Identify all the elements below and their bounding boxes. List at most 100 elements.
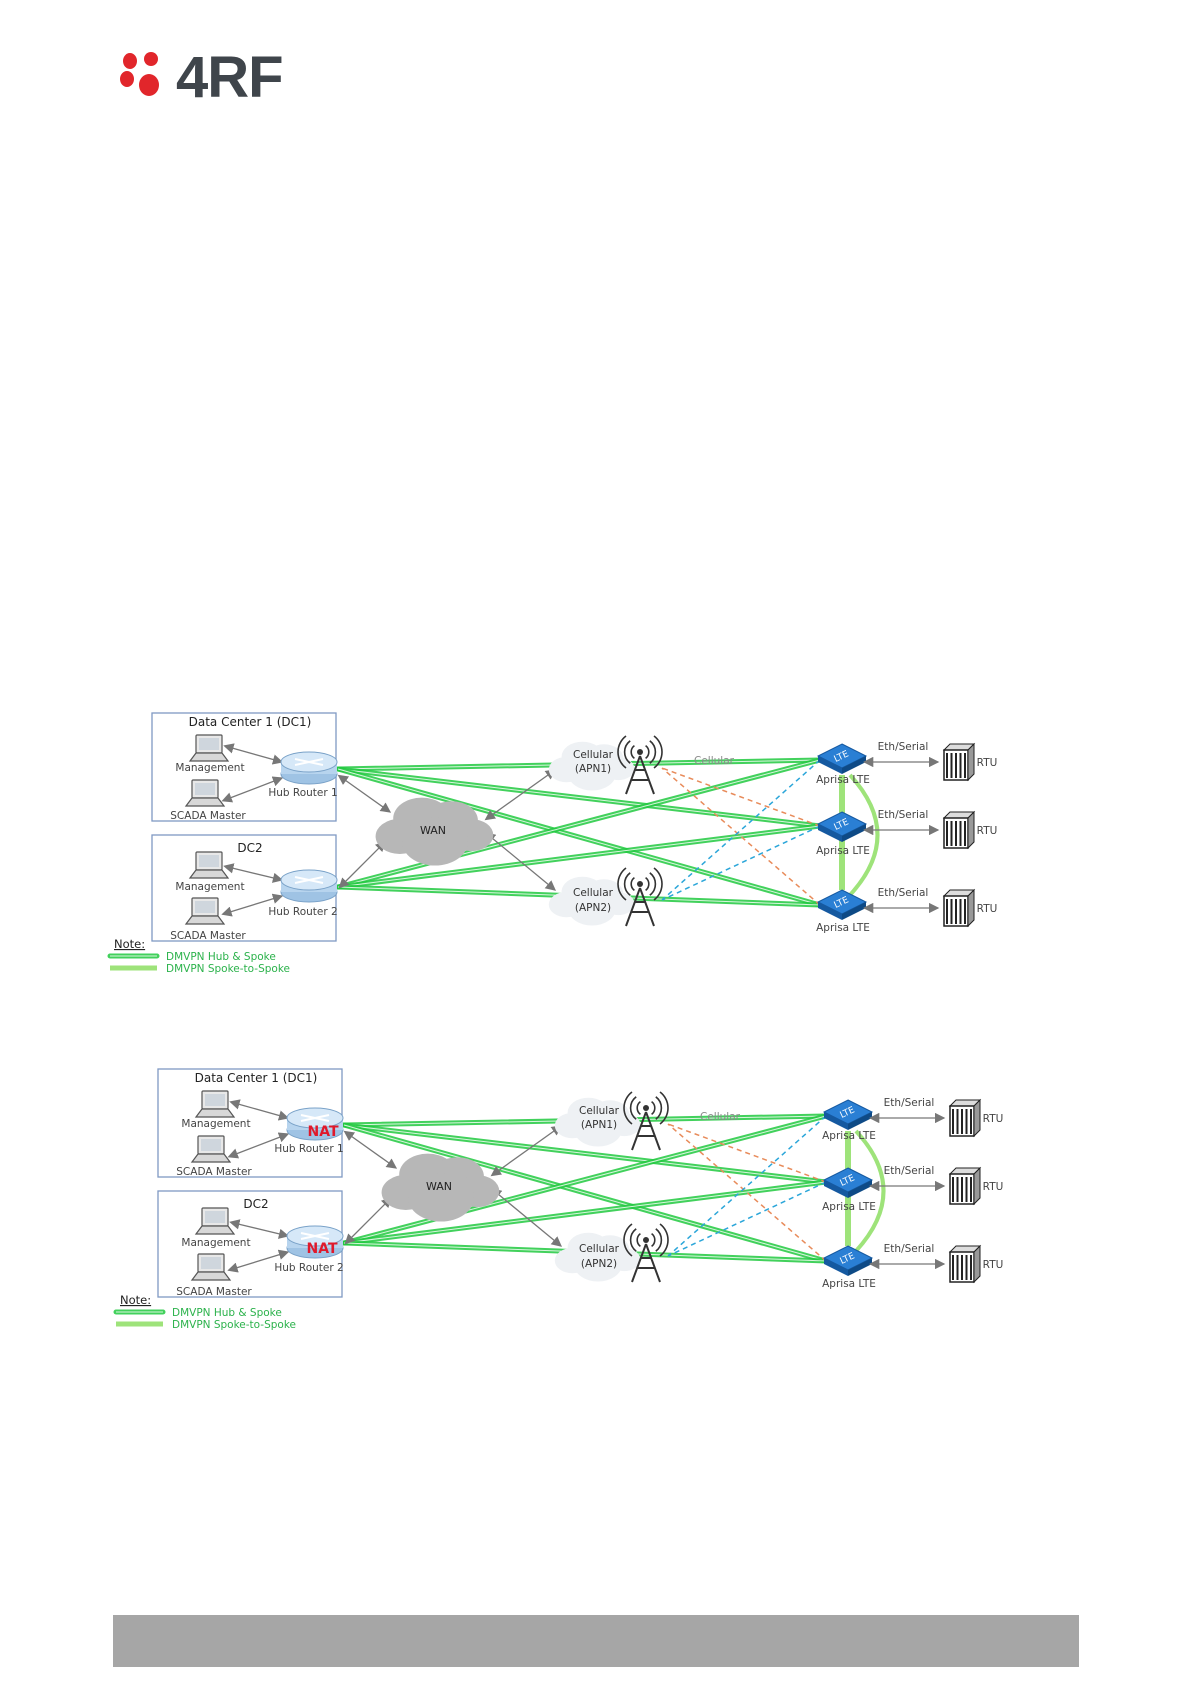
rtu-label: RTU — [977, 757, 998, 769]
hub-router-1-icon — [280, 751, 338, 785]
tower-antenna — [643, 1237, 649, 1243]
legend-note-title: Note: — [114, 937, 145, 951]
cellular-apn1-sublabel: (APN1) — [575, 763, 611, 775]
rtu-icon — [948, 1166, 982, 1206]
laptop-base — [190, 1153, 232, 1163]
radio-wave — [630, 876, 635, 892]
tower-antenna — [637, 881, 643, 887]
rtu-side — [973, 1166, 981, 1206]
lan-link-arrow — [221, 893, 284, 917]
logo-dot — [139, 74, 159, 96]
nat-label: NAT — [306, 1241, 337, 1257]
lan-link-arrow — [223, 743, 284, 765]
radio-wave — [636, 1232, 641, 1248]
lte-side — [818, 824, 842, 842]
hub-router-1-icon — [286, 1107, 344, 1141]
radio-wave — [629, 1228, 637, 1252]
rtu-label: RTU — [983, 1113, 1004, 1125]
management-laptop — [194, 1207, 236, 1235]
management-label: Management — [181, 1118, 250, 1130]
cellular-apn2-cloud — [554, 1232, 641, 1282]
hub-router-1-label: Hub Router 1 — [268, 787, 337, 799]
tower-frame — [625, 755, 655, 795]
radio-wave — [629, 1096, 637, 1120]
cellular-apn2-sublabel: (APN2) — [581, 1258, 617, 1270]
lan-link-arrow — [221, 776, 284, 803]
cloud-puff — [574, 1247, 622, 1282]
radio-wave — [651, 1100, 656, 1116]
cell-tower-apn1-icon — [623, 1091, 669, 1151]
radio-wave — [630, 744, 635, 760]
scada-master-label: SCADA Master — [176, 1286, 252, 1298]
wan-link-arrow — [490, 1188, 563, 1247]
rtu-label: RTU — [977, 825, 998, 837]
radio-link-dashed — [661, 825, 821, 901]
aprisa-lte-icon: LTE — [816, 889, 868, 920]
radio-wave — [659, 1091, 669, 1125]
radio-wave — [655, 1228, 663, 1252]
aprisa-lte-label: Aprisa LTE — [816, 845, 870, 857]
wan-cloud — [375, 797, 494, 866]
laptop-base — [194, 1108, 236, 1118]
cell-tower-apn2-icon — [623, 1223, 669, 1283]
cellular-link-label: Cellular — [694, 755, 735, 767]
wan-link-arrow — [338, 841, 386, 889]
rtu-side — [967, 742, 975, 782]
wan-link-arrow — [344, 1197, 392, 1245]
aprisa-lte-icon: LTE — [822, 1167, 874, 1198]
aprisa-lte-icon: LTE — [816, 811, 868, 842]
cellular-apn1-sublabel: (APN1) — [581, 1119, 617, 1131]
dmvpn-hub-spoke-tunnel-core — [337, 768, 821, 827]
scada-master-laptop — [184, 779, 226, 807]
cellular-apn2-label: Cellular — [579, 1243, 620, 1255]
management-laptop — [188, 851, 230, 879]
aprisa-lte-label: Aprisa LTE — [822, 1201, 876, 1213]
laptop-base — [194, 1225, 236, 1235]
dc1-title: Data Center 1 (DC1) — [189, 715, 312, 729]
radio-wave — [645, 876, 650, 892]
laptop-display — [201, 1257, 221, 1269]
cellular-link-label: Cellular — [700, 1111, 741, 1123]
radio-link-dashed — [667, 1181, 827, 1257]
radio-link-dashed — [667, 1115, 827, 1257]
cloud-puff — [408, 1173, 474, 1222]
aprisa-lte-icon: LTE — [822, 1245, 874, 1276]
radio-wave — [617, 735, 627, 769]
management-laptop — [188, 734, 230, 762]
radio-wave — [623, 1091, 633, 1125]
cellular-apn2-sublabel: (APN2) — [575, 902, 611, 914]
eth-serial-label: Eth/Serial — [878, 809, 929, 821]
logo-dot — [123, 53, 137, 69]
management-laptop — [194, 1090, 236, 1118]
radio-wave — [659, 1223, 669, 1257]
dmvpn-hub-spoke-tunnel-core — [337, 825, 821, 888]
cellular-apn1-cloud — [548, 741, 635, 791]
lan-link-arrow — [223, 863, 284, 883]
rtu-icon — [942, 810, 976, 850]
logo-dot — [120, 71, 134, 87]
lte-side — [818, 756, 842, 774]
cloud-puff — [574, 1112, 622, 1147]
rtu-icon — [942, 888, 976, 928]
aprisa-lte-label: Aprisa LTE — [822, 1130, 876, 1142]
wan-link-arrow — [484, 832, 557, 891]
cell-tower-apn1-icon — [617, 735, 663, 795]
management-label: Management — [181, 1237, 250, 1249]
dmvpn-hub-spoke-tunnel-core — [343, 1181, 827, 1244]
cellular-apn1-label: Cellular — [573, 749, 614, 761]
eth-serial-label: Eth/Serial — [884, 1165, 935, 1177]
management-label: Management — [175, 762, 244, 774]
tower-frame — [631, 1243, 661, 1283]
scada-master-label: SCADA Master — [170, 930, 246, 942]
rtu-icon — [942, 742, 976, 782]
radio-link-dashed — [661, 767, 821, 906]
cell-tower-apn2-icon — [617, 867, 663, 927]
eth-serial-label: Eth/Serial — [878, 887, 929, 899]
tower-frame — [631, 1111, 661, 1151]
radio-wave — [623, 740, 631, 764]
lan-link-arrow — [229, 1099, 290, 1121]
rtu-side — [967, 888, 975, 928]
dmvpn-hub-spoke-tunnel-core — [337, 768, 821, 906]
scada-master-laptop — [190, 1135, 232, 1163]
aprisa-lte-icon: LTE — [822, 1099, 874, 1130]
